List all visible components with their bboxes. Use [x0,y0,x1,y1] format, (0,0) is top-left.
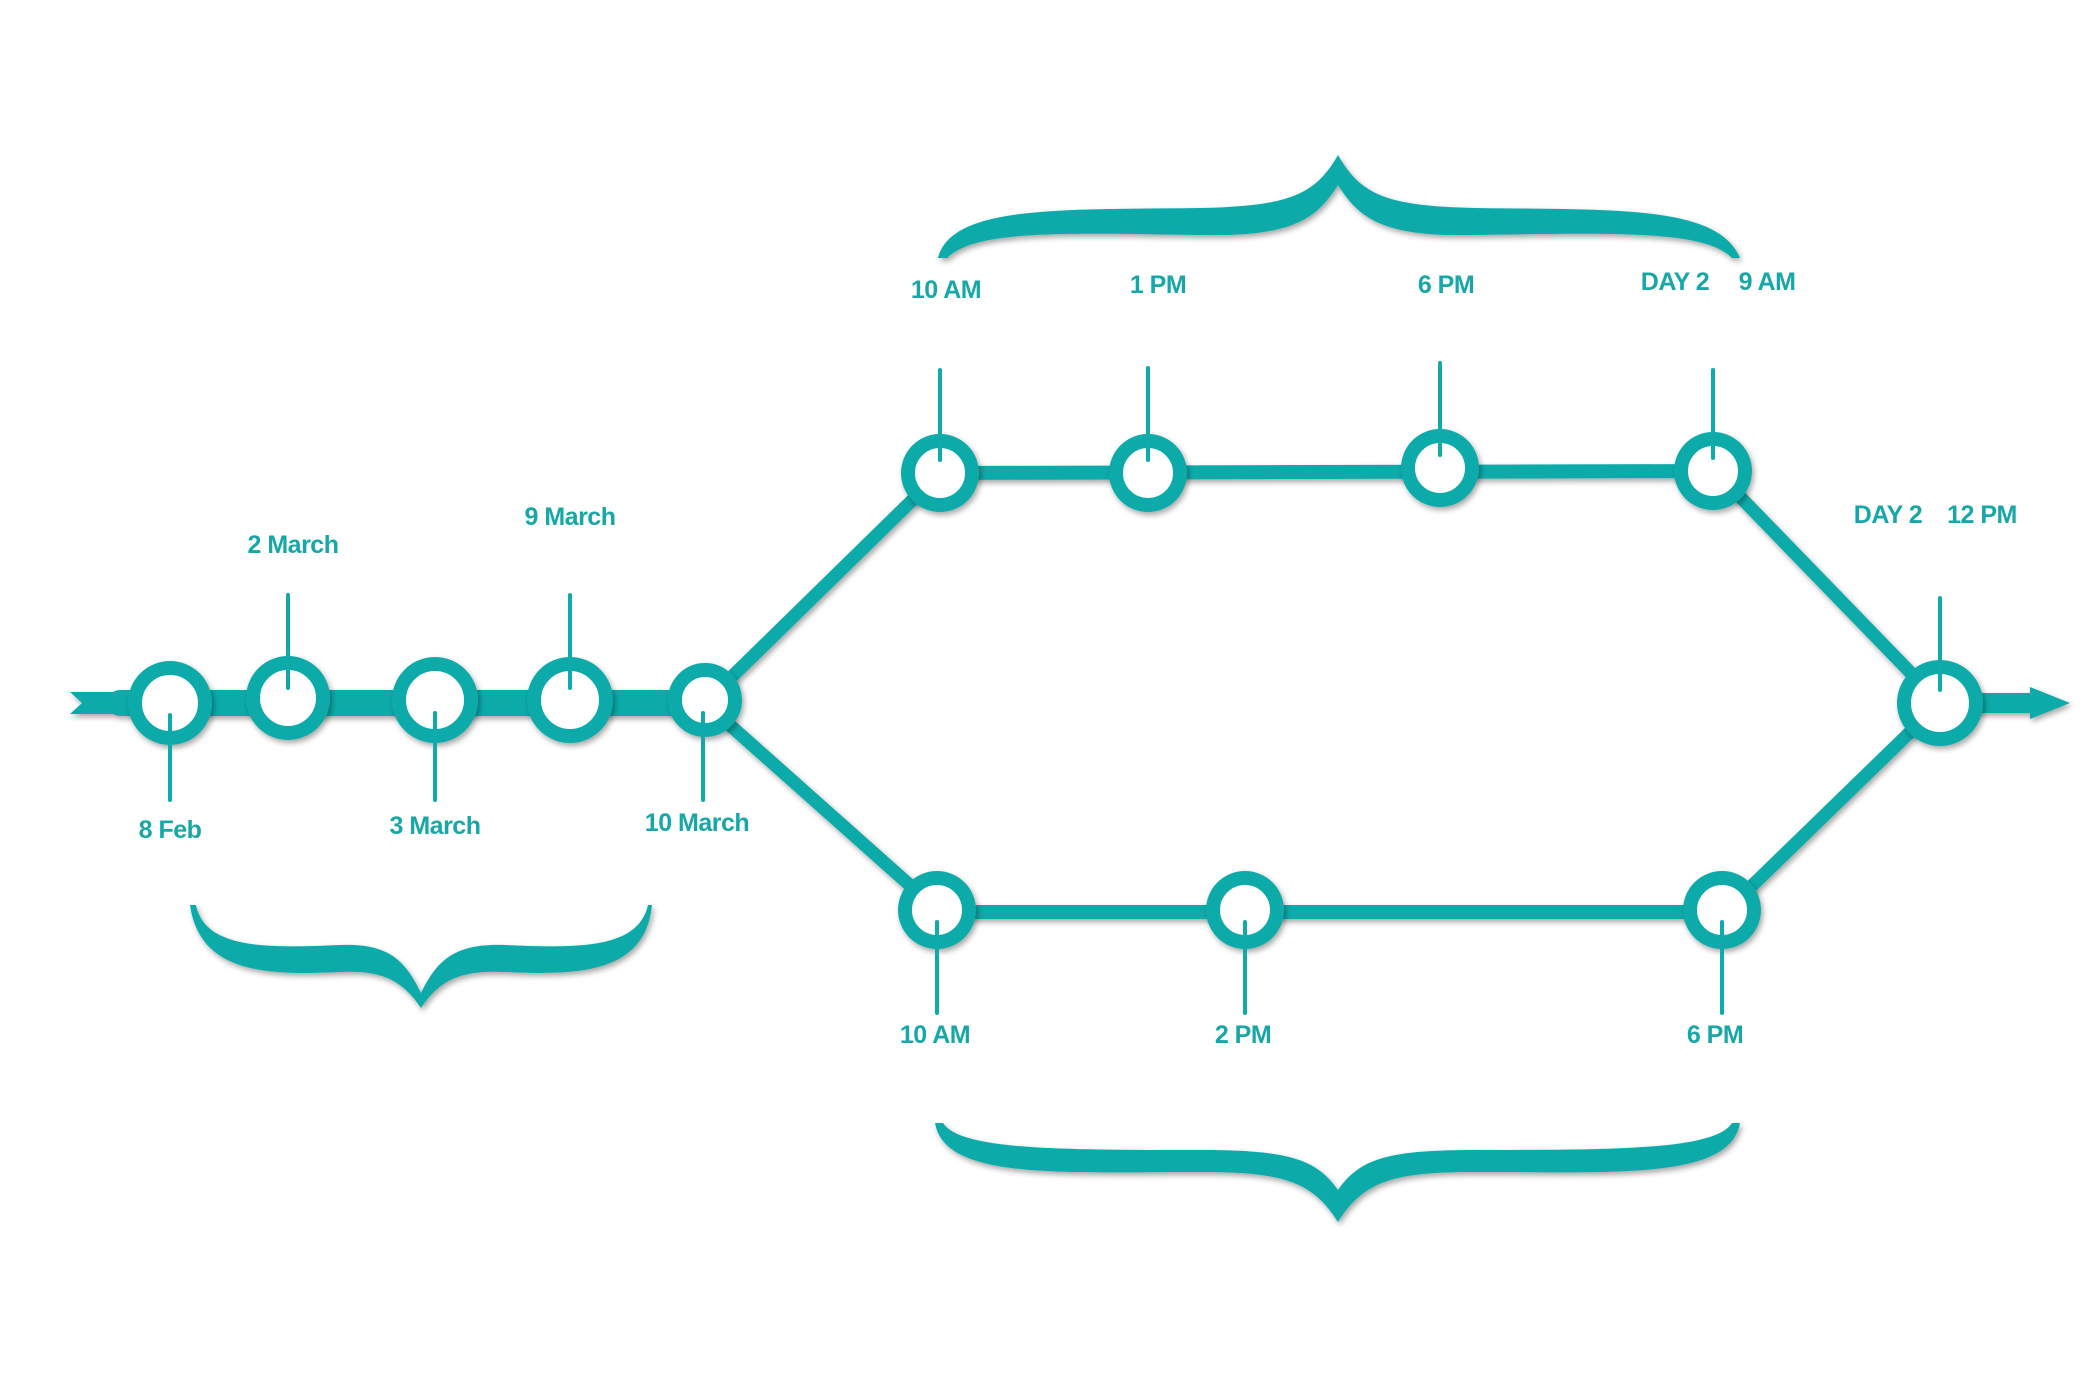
label-upper-day2: DAY 2 [1641,268,1709,296]
brace-group [190,155,1740,1222]
connector-ticks [168,361,1942,1015]
arrow-head [2030,687,2070,719]
label-lower-6pm: 6 PM [1687,1021,1743,1049]
label-8-feb: 8 Feb [139,816,202,844]
label-10-march: 10 March [645,809,749,837]
label-upper-9am: 9 AM [1739,268,1796,296]
label-upper-6pm: 6 PM [1418,271,1474,299]
milestone-nodes [128,429,1983,949]
lower-diagonal-in [698,696,947,919]
label-end-day2: DAY 2 [1854,501,1922,529]
lower-diagonal-out [1718,696,1947,919]
left-brace [190,905,652,1008]
top-brace [938,155,1740,258]
label-3-march: 3 March [390,812,481,840]
label-upper-10am: 10 AM [911,276,981,304]
bottom-brace [935,1123,1740,1222]
label-9-march: 9 March [525,503,616,531]
label-upper-1pm: 1 PM [1130,271,1186,299]
label-lower-10am: 10 AM [900,1021,970,1049]
upper-line [933,464,1722,480]
label-lower-2pm: 2 PM [1215,1021,1271,1049]
upper-diagonal-out [1708,464,1947,710]
upper-diagonal-in [698,466,947,710]
label-2-march: 2 March [248,531,339,559]
labels: 8 Feb 2 March 3 March 9 March 10 March 1… [139,268,2018,1049]
track-lines [70,464,2070,919]
label-end-12pm: 12 PM [1947,501,2017,529]
